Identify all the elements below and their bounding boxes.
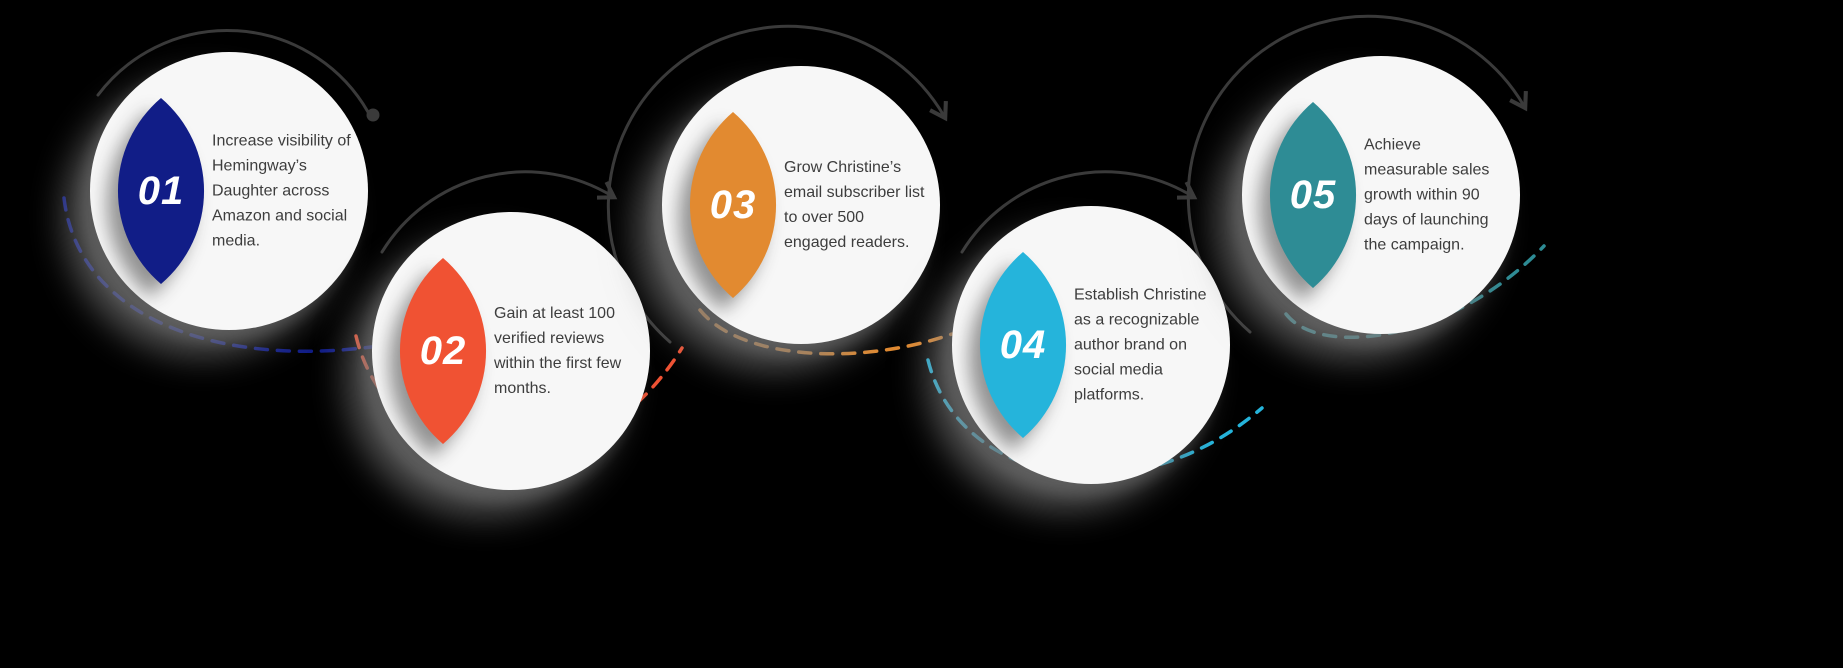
step-description: Gain at least 100 verified reviews withi…	[494, 305, 622, 397]
step-number-leaf	[116, 95, 206, 287]
process-step-2: 02 Gain at least 100 verified reviews wi…	[372, 212, 650, 490]
solid-arc-step4	[960, 170, 1198, 254]
step-number: 04	[999, 322, 1047, 367]
step-description: Achieve measurable sales growth within 9…	[1364, 136, 1490, 254]
process-step-5: 05 Achieve measurable sales growth withi…	[1242, 56, 1520, 334]
step-number: 03	[709, 182, 757, 227]
step-number: 01	[137, 168, 185, 213]
dashed-arc-step1	[62, 196, 394, 353]
step-number-leaf	[978, 249, 1068, 441]
step-description: Establish Christine as a recognizable au…	[1074, 286, 1207, 404]
step-description: Increase visibility of Hemingway’s Daugh…	[212, 132, 351, 250]
step-number: 05	[1289, 172, 1337, 217]
process-step-4: 04 Establish Christine as a recognizable…	[952, 206, 1230, 484]
process-step-1: 01 Increase visibility of Hemingway’s Da…	[90, 52, 368, 330]
solid-arc-step5	[1186, 14, 1528, 334]
solid-arc-step1	[96, 29, 370, 114]
step-number-leaf	[1268, 99, 1358, 291]
step-number: 02	[419, 328, 467, 373]
process-step-3: 03 Grow Christine’s email subscriber lis…	[662, 66, 940, 344]
solid-arc-step2	[380, 170, 618, 254]
dashed-arc-step3	[698, 308, 954, 356]
step-number-leaf	[688, 109, 778, 301]
arc-end-dot-icon	[366, 108, 380, 122]
step-number-leaf	[398, 255, 488, 447]
step-description: Grow Christine’s email subscriber list t…	[784, 159, 925, 251]
